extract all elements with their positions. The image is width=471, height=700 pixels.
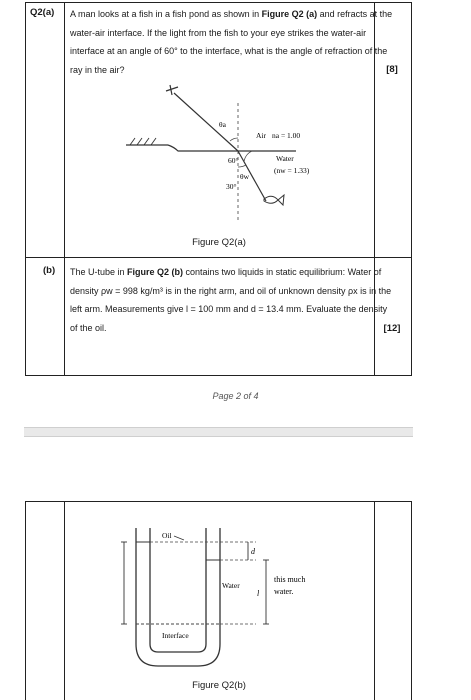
label-air-n: na = 1.00 <box>272 131 300 140</box>
table2-divider-right <box>374 502 375 700</box>
ground-hatch <box>143 137 150 146</box>
label-note-line2: water. <box>274 587 293 596</box>
label-l: l <box>257 589 260 598</box>
label-theta-a: θa <box>219 120 227 129</box>
label-angle-30: 30° <box>226 182 237 191</box>
label-oil: Oil <box>162 531 172 540</box>
question-text-q2b: The U-tube in Figure Q2 (b) contains two… <box>70 263 397 337</box>
ground-hatch <box>136 137 143 146</box>
label-interface: Interface <box>162 631 189 640</box>
question-number-q2a: Q2(a) <box>30 7 55 18</box>
label-note-line1: this much <box>274 575 305 584</box>
marks-q2a: [8] <box>386 64 398 75</box>
question-text-q2a: A man looks at a fish in a fish pond as … <box>70 5 397 79</box>
q2b-figure-ref: Figure Q2 (b) <box>127 267 184 277</box>
ray-in-air <box>173 92 239 152</box>
question-number-q2b: (b) <box>43 265 56 276</box>
ground-hatch <box>129 137 136 146</box>
label-d: d <box>251 547 256 556</box>
ground-hatch <box>150 137 157 146</box>
angle-arc-theta-a <box>229 137 239 142</box>
table-divider-right <box>374 3 375 375</box>
eye-icon <box>165 84 179 96</box>
figure-table-q2b: d l Oil Water Interface this much water.… <box>25 501 412 700</box>
q2a-text-part2: and refracts at the water-air interface.… <box>70 9 393 75</box>
label-water-n: (nw = 1.33) <box>274 166 310 175</box>
figure-caption-q2b: Figure Q2(b) <box>192 680 246 691</box>
water-surface-line <box>167 144 236 152</box>
label-water: Water <box>222 581 240 590</box>
table2-divider-left <box>64 502 65 700</box>
q2a-text-part1: A man looks at a fish in a fish pond as … <box>70 9 262 19</box>
label-air: Air <box>256 131 267 140</box>
ray-in-water <box>237 150 267 202</box>
label-theta-w: θw <box>240 172 250 181</box>
page-separator <box>24 427 413 437</box>
row-divider <box>26 257 411 258</box>
q2a-figure-ref: Figure Q2 (a) <box>261 9 318 19</box>
angle-arc-60 <box>243 150 253 163</box>
fish-icon <box>263 193 285 207</box>
label-angle-60: 60° <box>228 156 239 165</box>
question-table-q2a-q2b: Q2(a) A man looks at a fish in a fish po… <box>25 2 412 376</box>
page-footer: Page 2 of 4 <box>212 391 259 401</box>
q2b-text-part2: contains two liquids in static equilibri… <box>70 267 392 333</box>
figure-q2b-diagram: d l Oil Water Interface this much water. <box>121 528 305 667</box>
u-tube-inner <box>149 528 207 653</box>
marks-q2b: [12] <box>383 323 401 334</box>
figure-q2a-diagram: θa Air na = 1.00 60° Water (nw = 1.33) θ… <box>126 84 310 221</box>
figure-caption-q2a: Figure Q2(a) <box>192 237 246 248</box>
q2b-text-part1: The U-tube in <box>70 267 128 277</box>
table-divider-left <box>64 3 65 375</box>
angle-arc-theta-w <box>237 164 247 168</box>
oil-pointer <box>173 535 185 541</box>
label-water: Water <box>276 154 294 163</box>
u-tube-outer <box>135 528 221 667</box>
